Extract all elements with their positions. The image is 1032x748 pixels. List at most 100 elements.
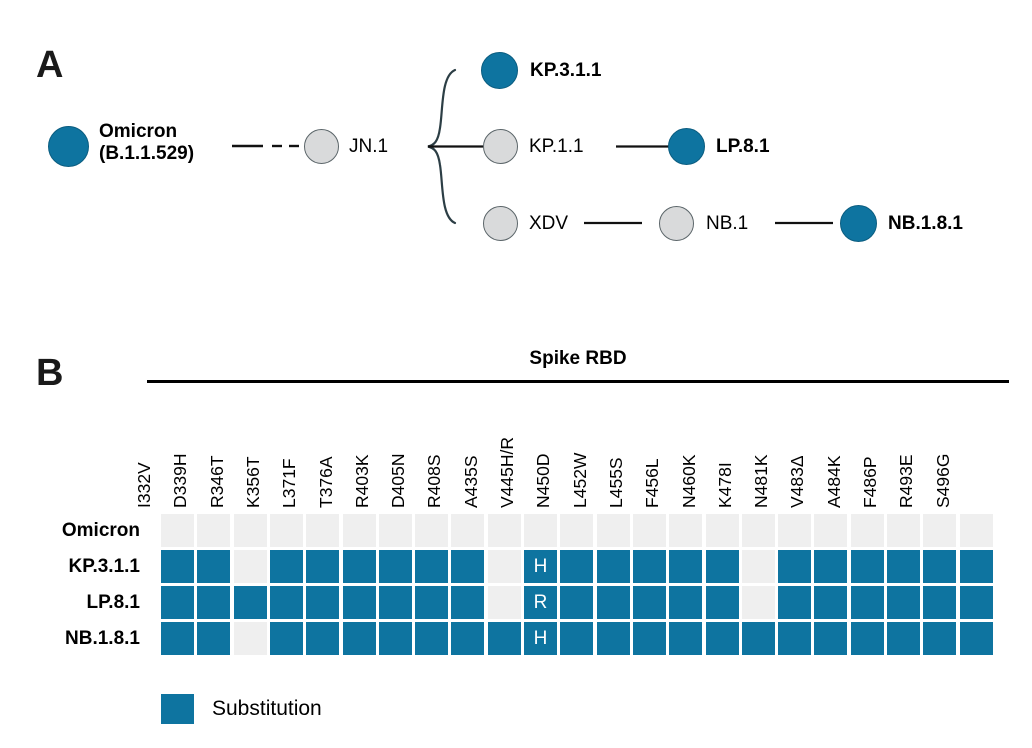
heatmap-cell[interactable]	[814, 514, 848, 547]
heatmap-cell[interactable]	[632, 622, 666, 655]
heatmap-cell[interactable]	[342, 514, 376, 547]
node-kp311[interactable]	[481, 52, 518, 89]
heatmap-cell[interactable]	[306, 586, 340, 619]
heatmap-cell[interactable]	[269, 586, 303, 619]
heatmap-cell[interactable]	[233, 550, 267, 583]
heatmap-cell[interactable]	[487, 550, 521, 583]
heatmap-cell[interactable]	[233, 514, 267, 547]
heatmap-cell[interactable]	[887, 622, 920, 655]
heatmap-cell[interactable]	[778, 622, 812, 655]
heatmap-cell[interactable]	[269, 514, 303, 547]
heatmap-cell[interactable]	[632, 586, 666, 619]
heatmap-cell[interactable]	[669, 514, 703, 547]
heatmap-cell[interactable]	[778, 514, 812, 547]
node-lp81[interactable]	[668, 128, 705, 165]
heatmap-cell[interactable]	[197, 550, 231, 583]
heatmap-cell[interactable]	[741, 550, 775, 583]
heatmap-cell[interactable]	[487, 514, 521, 547]
heatmap-cell[interactable]	[306, 514, 340, 547]
heatmap-cell[interactable]	[269, 622, 303, 655]
node-kp11[interactable]	[483, 129, 518, 164]
heatmap-cell[interactable]	[632, 550, 666, 583]
heatmap-cell[interactable]	[632, 514, 666, 547]
heatmap-cell[interactable]	[741, 514, 775, 547]
heatmap-cell[interactable]	[197, 514, 231, 547]
heatmap-cell[interactable]	[269, 550, 303, 583]
heatmap-cell[interactable]	[814, 622, 848, 655]
heatmap-cell[interactable]	[233, 622, 267, 655]
heatmap-cell[interactable]	[887, 586, 920, 619]
heatmap-cell[interactable]	[596, 550, 630, 583]
heatmap-cell[interactable]	[596, 586, 630, 619]
heatmap-cell[interactable]	[342, 586, 376, 619]
heatmap-cell[interactable]	[596, 514, 630, 547]
heatmap-cell[interactable]	[741, 622, 775, 655]
heatmap-cell[interactable]	[560, 550, 594, 583]
node-jn1[interactable]	[304, 129, 339, 164]
heatmap-cell[interactable]	[959, 622, 993, 655]
heatmap-cell[interactable]	[161, 550, 194, 583]
heatmap-cell[interactable]	[850, 550, 884, 583]
heatmap-cell[interactable]	[161, 622, 194, 655]
heatmap-cell[interactable]	[705, 586, 739, 619]
heatmap-cell[interactable]	[923, 586, 957, 619]
heatmap-cell[interactable]	[669, 586, 703, 619]
heatmap-cell[interactable]	[415, 514, 449, 547]
heatmap-cell[interactable]: H	[524, 550, 557, 583]
heatmap-cell[interactable]	[378, 514, 412, 547]
heatmap-cell[interactable]	[560, 622, 594, 655]
heatmap-cell[interactable]	[487, 586, 521, 619]
heatmap-cell[interactable]	[850, 586, 884, 619]
heatmap-cell[interactable]	[378, 550, 412, 583]
heatmap-cell[interactable]	[415, 550, 449, 583]
heatmap-cell[interactable]	[923, 622, 957, 655]
node-nb1[interactable]	[659, 206, 694, 241]
heatmap-cell[interactable]	[959, 550, 993, 583]
heatmap-cell[interactable]	[814, 586, 848, 619]
heatmap-cell[interactable]	[415, 586, 449, 619]
heatmap-cell[interactable]	[923, 550, 957, 583]
heatmap-cell[interactable]	[161, 586, 194, 619]
heatmap-cell[interactable]	[415, 622, 449, 655]
heatmap-cell[interactable]	[669, 550, 703, 583]
heatmap-cell[interactable]	[705, 550, 739, 583]
heatmap-cell[interactable]	[887, 550, 920, 583]
heatmap-cell[interactable]	[959, 586, 993, 619]
node-xdv[interactable]	[483, 206, 518, 241]
heatmap-cell[interactable]	[596, 622, 630, 655]
heatmap-cell[interactable]	[524, 514, 557, 547]
heatmap-cell[interactable]	[850, 622, 884, 655]
heatmap-cell[interactable]	[451, 586, 485, 619]
heatmap-cell[interactable]	[741, 586, 775, 619]
heatmap-cell[interactable]	[342, 622, 376, 655]
heatmap-cell[interactable]	[705, 514, 739, 547]
heatmap-cell[interactable]	[814, 550, 848, 583]
heatmap-cell[interactable]	[451, 550, 485, 583]
node-nb181[interactable]	[840, 205, 877, 242]
heatmap-cell[interactable]	[378, 586, 412, 619]
heatmap-cell[interactable]	[487, 622, 521, 655]
heatmap-cell[interactable]	[669, 622, 703, 655]
heatmap-cell[interactable]	[306, 550, 340, 583]
node-omicron[interactable]	[48, 126, 89, 167]
heatmap-cell[interactable]	[778, 550, 812, 583]
heatmap-cell[interactable]	[778, 586, 812, 619]
heatmap-cell[interactable]	[923, 514, 957, 547]
heatmap-cell[interactable]	[560, 514, 594, 547]
heatmap-cell[interactable]: R	[524, 586, 557, 619]
heatmap-cell[interactable]	[197, 622, 231, 655]
heatmap-cell[interactable]	[197, 586, 231, 619]
heatmap-cell[interactable]	[959, 514, 993, 547]
heatmap-cell[interactable]	[850, 514, 884, 547]
heatmap-cell[interactable]	[161, 514, 194, 547]
heatmap-cell[interactable]	[451, 622, 485, 655]
heatmap-cell[interactable]	[378, 622, 412, 655]
heatmap-cell[interactable]	[233, 586, 267, 619]
heatmap-cell[interactable]	[705, 622, 739, 655]
heatmap-cell[interactable]	[342, 550, 376, 583]
heatmap-cell[interactable]	[306, 622, 340, 655]
heatmap-cell[interactable]	[451, 514, 485, 547]
heatmap-cell[interactable]	[887, 514, 920, 547]
heatmap-cell[interactable]: H	[524, 622, 557, 655]
heatmap-cell[interactable]	[560, 586, 594, 619]
